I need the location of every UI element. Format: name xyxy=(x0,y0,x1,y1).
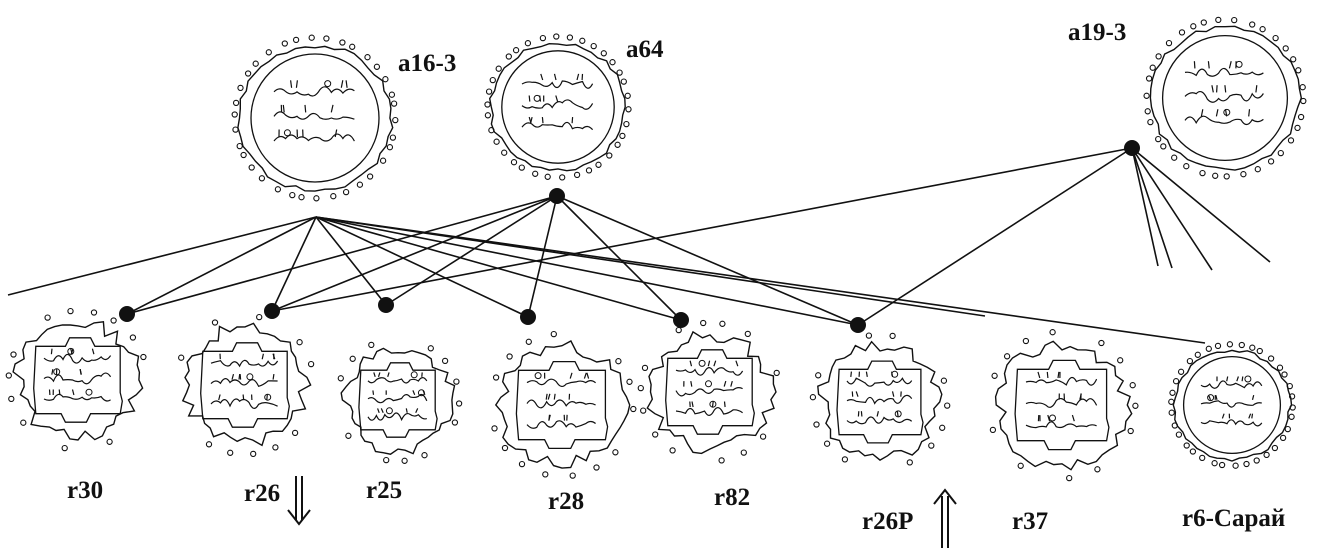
link-continuation-4 xyxy=(1131,147,1213,271)
link-continuation-5 xyxy=(1131,147,1271,263)
coin-drawing-a64 xyxy=(484,33,632,181)
node-dot-r82 xyxy=(673,312,689,328)
coin-drawing-r30 xyxy=(5,307,147,452)
label-r30: r30 xyxy=(67,477,104,504)
node-dot-r26 xyxy=(264,303,280,319)
link-a64-r82 xyxy=(556,195,682,321)
link-a64-r30 xyxy=(126,195,558,315)
link-a64-r26P xyxy=(556,195,859,326)
coin-drawing-r6 xyxy=(1168,341,1296,469)
label-r26P: r26P xyxy=(862,508,914,535)
coin-drawing-a19-3 xyxy=(1143,16,1307,180)
label-r26: r26 xyxy=(244,480,281,507)
label-a19-3: a19-3 xyxy=(1068,19,1127,46)
coin-drawing-r25 xyxy=(337,341,463,464)
label-a64: a64 xyxy=(626,36,664,63)
link-a16-3-r28 xyxy=(315,216,529,318)
coin-drawing-r37 xyxy=(989,329,1139,482)
link-lines xyxy=(7,147,1271,344)
node-dot-a64 xyxy=(549,188,565,204)
link-a64-r26 xyxy=(271,195,558,312)
node-dot-r25 xyxy=(378,297,394,313)
label-r28: r28 xyxy=(548,488,585,515)
link-a16-3-r25 xyxy=(315,216,387,306)
link-a64-r25 xyxy=(385,195,558,306)
double-arrow-down-icon xyxy=(287,476,311,526)
link-a19-3-r26P xyxy=(857,147,1133,326)
node-dot-r28 xyxy=(520,309,536,325)
link-continuation-1 xyxy=(7,216,317,296)
link-nodes xyxy=(119,140,1140,333)
link-a19-3-r26 xyxy=(271,147,1133,312)
node-dot-r30 xyxy=(119,306,135,322)
link-a16-3-r26P xyxy=(315,216,859,326)
link-continuation-2 xyxy=(1131,147,1159,267)
link-a16-3-r26 xyxy=(271,216,317,312)
coin-drawing-r26 xyxy=(178,313,315,458)
double-arrow-up-icon xyxy=(933,488,957,548)
coin-drawing-a16-3 xyxy=(231,34,399,202)
label-r37: r37 xyxy=(1012,508,1049,535)
coin-drawing-r82 xyxy=(637,319,780,464)
node-dot-r26P xyxy=(850,317,866,333)
label-r25: r25 xyxy=(366,477,403,504)
label-r6-sarai: r6-Сарай xyxy=(1182,505,1286,532)
node-dot-a19-3 xyxy=(1124,140,1140,156)
link-continuation-3 xyxy=(1131,147,1173,269)
label-r82: r82 xyxy=(714,484,751,511)
link-a64-r28 xyxy=(527,195,558,318)
coin-drawing-r26P xyxy=(809,332,951,466)
coin-drawing-r28 xyxy=(491,330,637,479)
link-a16-3-r30 xyxy=(126,216,317,315)
link-a16-3-r6 xyxy=(315,216,1206,344)
label-a16-3: a16-3 xyxy=(398,50,457,77)
